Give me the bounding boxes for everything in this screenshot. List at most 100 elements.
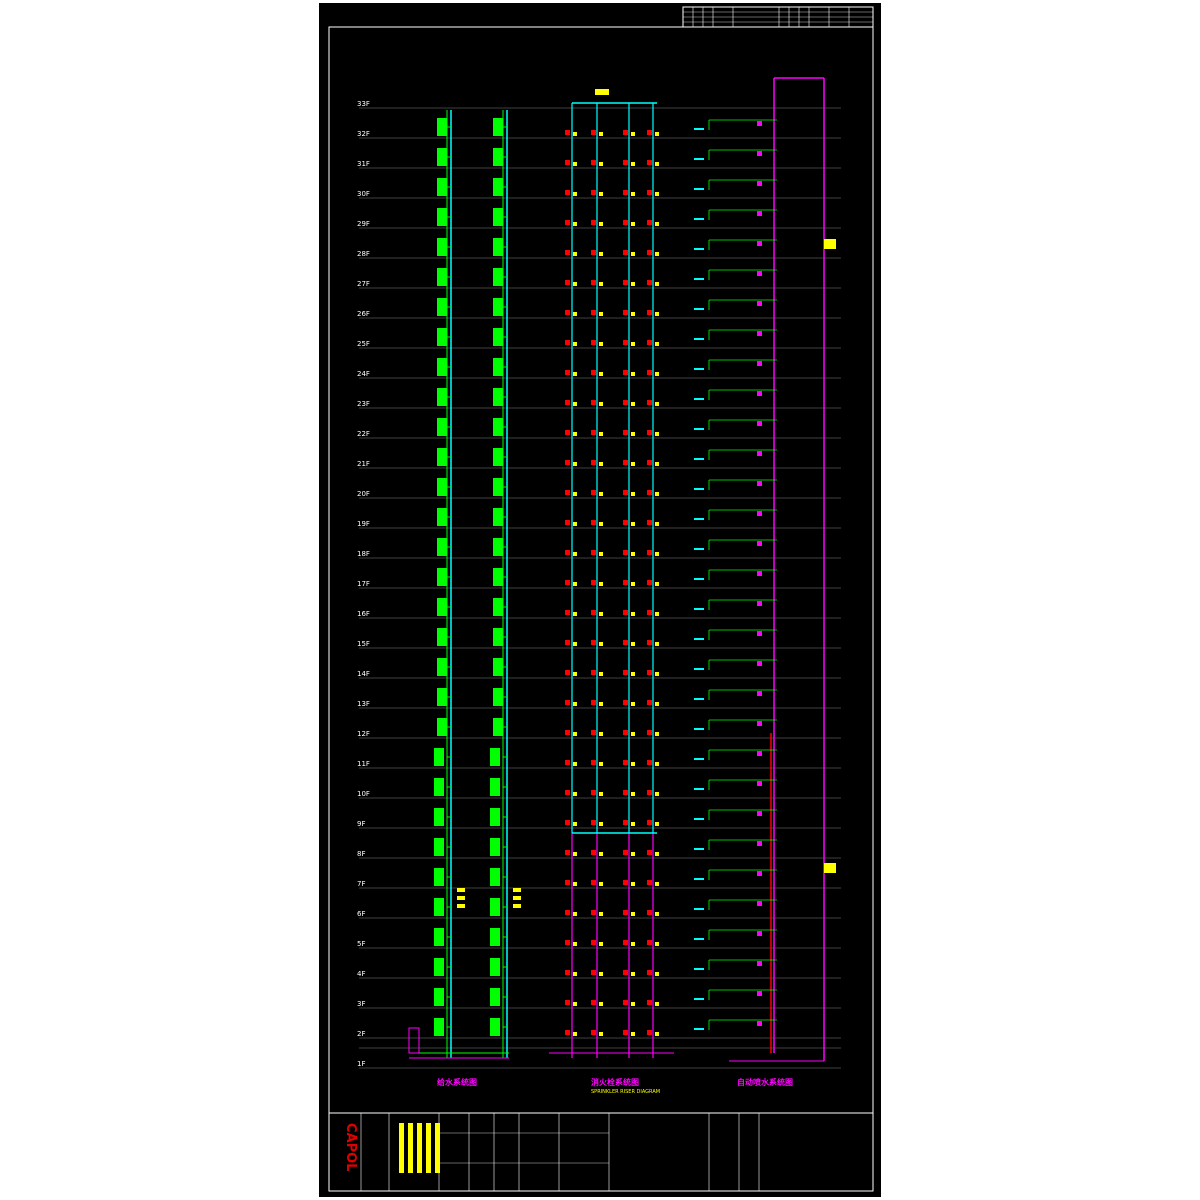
hydrant-box <box>631 1032 635 1036</box>
meter-group <box>437 718 447 736</box>
flow-indicator <box>757 631 762 636</box>
hydrant-box <box>573 792 577 796</box>
flow-indicator <box>757 361 762 366</box>
hydrant-valve <box>623 190 628 195</box>
hydrant-valve <box>565 790 570 795</box>
sprinkler-system <box>694 77 836 1062</box>
hydrant-box <box>631 252 635 256</box>
hydrant-box <box>655 642 659 646</box>
hydrant-box <box>573 372 577 376</box>
hydrant-box <box>599 882 603 886</box>
tag <box>824 239 836 249</box>
tag <box>457 896 465 900</box>
hydrant-valve <box>591 970 596 975</box>
hydrant-valve <box>647 700 652 705</box>
hydrant-box <box>655 582 659 586</box>
meter-group <box>493 478 503 496</box>
flow-indicator <box>757 961 762 966</box>
hydrant-valve <box>623 370 628 375</box>
meter-group <box>437 598 447 616</box>
hydrant-valve <box>591 490 596 495</box>
floor-label: 15F <box>357 640 370 648</box>
hydrant-box <box>573 462 577 466</box>
hydrant-valve <box>623 1030 628 1035</box>
floor-label: 8F <box>357 850 365 858</box>
hydrant-box <box>573 252 577 256</box>
meter-group <box>434 838 444 856</box>
hydrant-valve <box>647 820 652 825</box>
hydrant-valve <box>623 880 628 885</box>
hydrant-box <box>655 342 659 346</box>
hydrant-valve <box>565 130 570 135</box>
hydrant-valve <box>647 970 652 975</box>
flow-indicator <box>757 241 762 246</box>
label-mark <box>694 548 704 550</box>
hydrant-valve <box>591 580 596 585</box>
hydrant-valve <box>565 400 570 405</box>
meter-group <box>434 1018 444 1036</box>
hydrant-box <box>655 792 659 796</box>
hydrant-box <box>631 792 635 796</box>
hydrant-box <box>631 672 635 676</box>
hydrant-valve <box>623 1000 628 1005</box>
system-subtitle-hydrant: SPRINKLER RISER DIAGRAM <box>591 1089 660 1095</box>
label-mark <box>694 848 704 850</box>
floor-label: 12F <box>357 730 370 738</box>
hydrant-valve <box>565 160 570 165</box>
hydrant-valve <box>647 940 652 945</box>
label-mark <box>694 608 704 610</box>
hydrant-box <box>599 312 603 316</box>
hydrant-valve <box>623 790 628 795</box>
hydrant-valve <box>623 550 628 555</box>
hydrant-box <box>631 882 635 886</box>
label-mark <box>694 458 704 460</box>
hydrant-box <box>631 312 635 316</box>
hydrant-valve <box>565 760 570 765</box>
hydrant-box <box>573 432 577 436</box>
hydrant-valve <box>623 160 628 165</box>
hydrant-valve <box>591 700 596 705</box>
tag <box>595 89 609 95</box>
hydrant-valve <box>623 340 628 345</box>
flow-indicator <box>757 571 762 576</box>
flow-indicator <box>757 691 762 696</box>
label-mark <box>694 788 704 790</box>
hydrant-box <box>599 402 603 406</box>
hydrant-valve <box>623 940 628 945</box>
hydrant-box <box>655 222 659 226</box>
hydrant-box <box>573 312 577 316</box>
flow-indicator <box>757 661 762 666</box>
hydrant-valve <box>565 880 570 885</box>
hydrant-valve <box>565 190 570 195</box>
label-mark <box>694 998 704 1000</box>
hydrant-valve <box>647 430 652 435</box>
hydrant-valve <box>565 940 570 945</box>
hydrant-box <box>655 732 659 736</box>
label-mark <box>694 968 704 970</box>
hydrant-valve <box>647 640 652 645</box>
hydrant-box <box>631 402 635 406</box>
hydrant-box <box>631 762 635 766</box>
meter-group <box>493 388 503 406</box>
hydrant-valve <box>647 520 652 525</box>
hydrant-box <box>599 192 603 196</box>
meter-group <box>493 358 503 376</box>
meter-group <box>490 868 500 886</box>
hydrant-valve <box>591 790 596 795</box>
hydrant-box <box>631 582 635 586</box>
meter-group <box>490 778 500 796</box>
title-text <box>408 1123 413 1173</box>
hydrant-box <box>599 522 603 526</box>
floor-label: 2F <box>357 1030 365 1038</box>
meter-group <box>493 148 503 166</box>
meter-group <box>437 268 447 286</box>
hydrant-valve <box>591 310 596 315</box>
label-mark <box>694 668 704 670</box>
hydrant-box <box>573 702 577 706</box>
meter-group <box>493 238 503 256</box>
hydrant-box <box>655 312 659 316</box>
hydrant-valve <box>591 250 596 255</box>
flow-indicator <box>757 841 762 846</box>
hydrant-box <box>573 642 577 646</box>
hydrant-box <box>573 852 577 856</box>
